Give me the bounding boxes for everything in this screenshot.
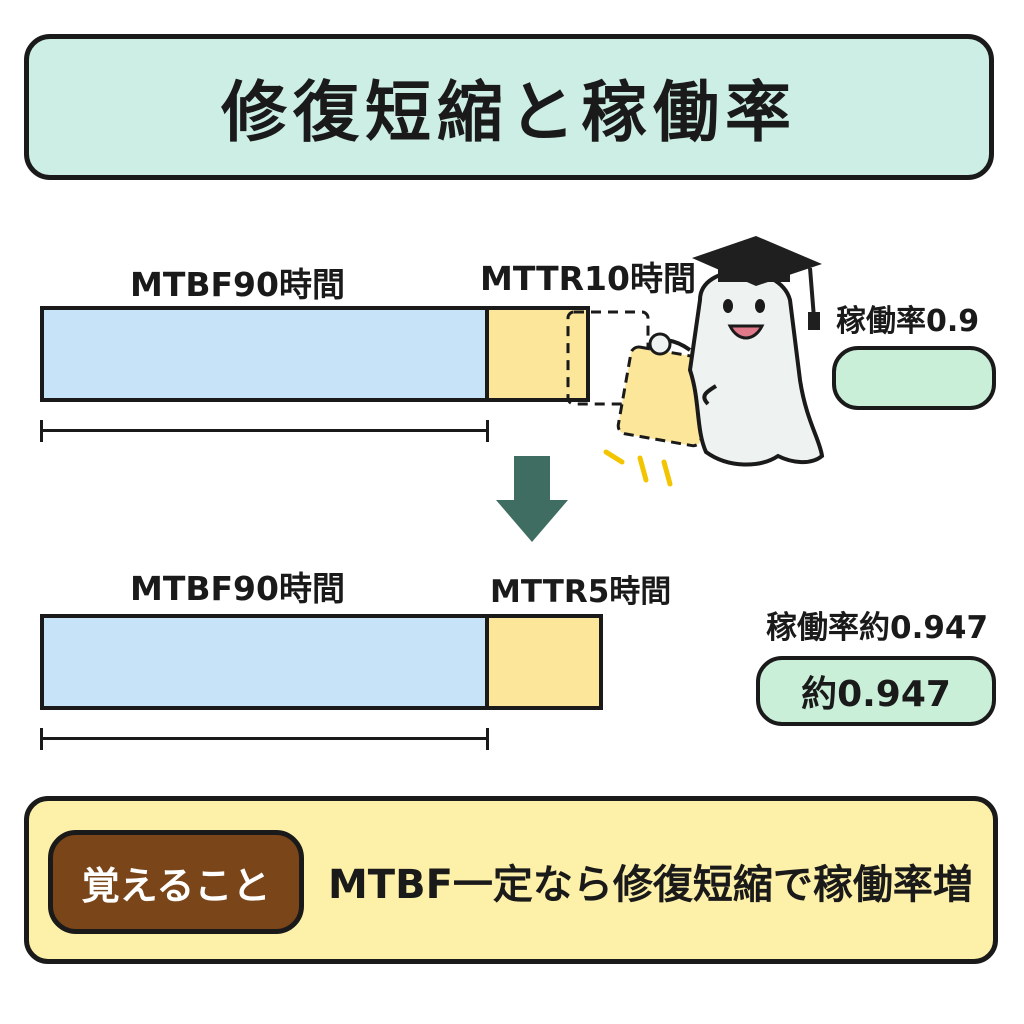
after-mtbf-measure-line	[40, 728, 489, 750]
after-availability-pill: 約0.947	[756, 656, 996, 726]
summary-badge: 覚えること	[48, 830, 304, 934]
page-title: 修復短縮と稼働率	[221, 74, 797, 151]
sparkle-icon	[603, 449, 673, 487]
after-mttr-label: MTTR5時間	[490, 574, 672, 610]
before-mttr-label: MTTR10時間	[480, 259, 696, 298]
after-mtbf-bar	[40, 614, 489, 710]
title-banner: 修復短縮と稼働率	[24, 34, 994, 180]
before-mtbf-measure-line	[40, 420, 489, 442]
before-mtbf-bar	[40, 306, 489, 402]
after-availability-label: 稼働率約0.947	[766, 610, 989, 646]
summary-text: MTBF一定なら修復短縮で稼働率増	[328, 862, 973, 908]
before-mttr-bar	[485, 306, 590, 402]
summary-badge-text: 覚えること	[81, 863, 271, 908]
after-mtbf-label: MTBF90時間	[130, 569, 345, 608]
arrow-down-icon	[496, 456, 568, 542]
before-availability-label: 稼働率0.9	[836, 304, 980, 339]
before-mtbf-label: MTBF90時間	[130, 265, 345, 304]
before-availability-pill	[832, 346, 996, 410]
dashed-block-icon	[566, 310, 650, 406]
after-mttr-bar	[485, 614, 603, 710]
after-availability-pill-text: 約0.947	[801, 674, 951, 715]
ghost-graduate-icon	[648, 236, 825, 467]
